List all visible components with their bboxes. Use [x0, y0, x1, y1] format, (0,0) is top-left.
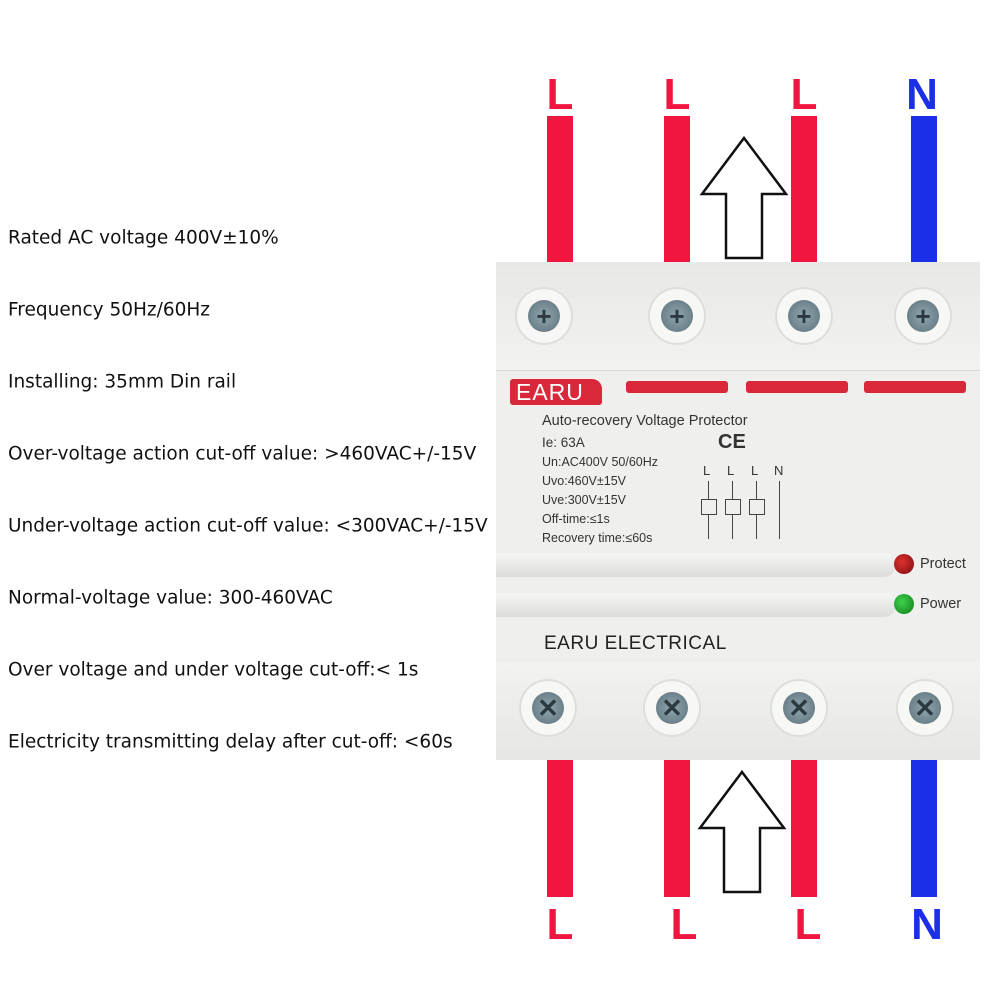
- red-strip: [746, 381, 848, 393]
- power-led-icon: [894, 594, 914, 614]
- manufacturer-label: EARU ELECTRICAL: [544, 633, 727, 654]
- device-label-panel: EARU Auto-recovery Voltage Protector Ie:…: [496, 370, 980, 663]
- protect-label: Protect: [920, 556, 966, 572]
- panel-ridge: [496, 593, 896, 617]
- wire-bottom-l2: [664, 760, 690, 897]
- spec-frequency: Frequency 50Hz/60Hz: [8, 299, 211, 321]
- protect-led-icon: [894, 554, 914, 574]
- spec-installing: Installing: 35mm Din rail: [8, 371, 237, 393]
- pole-label: L: [727, 463, 735, 478]
- rated-current: Ie: 63A: [542, 435, 585, 450]
- spec-delay: Electricity transmitting delay after cut…: [8, 731, 453, 753]
- off-time: Off-time:≤1s: [542, 512, 610, 526]
- contact-icon: [749, 499, 765, 515]
- wire-label-top-l2: L: [663, 70, 691, 119]
- wire-top-l2: [664, 116, 690, 266]
- wire-bottom-l1: [547, 760, 573, 897]
- wire-label-bottom-n: N: [911, 900, 943, 949]
- red-strip: [864, 381, 966, 393]
- contact-icon: [725, 499, 741, 515]
- circuit-line: [779, 481, 780, 539]
- screw-icon: +: [775, 287, 833, 345]
- wire-label-bottom-l1: L: [546, 900, 574, 949]
- wire-bottom-l3: [791, 760, 817, 897]
- pole-label: N: [774, 463, 784, 478]
- over-voltage: Uvo:460V±15V: [542, 474, 626, 488]
- contact-icon: [701, 499, 717, 515]
- pole-label: L: [703, 463, 711, 478]
- screw-icon: ✕: [519, 679, 577, 737]
- spec-normal-voltage: Normal-voltage value: 300-460VAC: [8, 587, 333, 609]
- device-title: Auto-recovery Voltage Protector: [542, 413, 748, 429]
- wire-label-bottom-l2: L: [670, 900, 698, 949]
- screw-icon: ✕: [770, 679, 828, 737]
- ce-mark: CE: [718, 431, 746, 453]
- spec-rated-voltage: Rated AC voltage 400V±10%: [8, 227, 279, 249]
- wire-top-n: [911, 116, 937, 266]
- screw-icon: +: [648, 287, 706, 345]
- under-voltage: Uve:300V±15V: [542, 493, 626, 507]
- power-label: Power: [920, 596, 962, 612]
- screw-icon: ✕: [896, 679, 954, 737]
- pole-label: L: [751, 463, 759, 478]
- screw-icon: +: [894, 287, 952, 345]
- wire-label-bottom-l3: L: [794, 900, 822, 949]
- arrow-up-bottom-icon: [697, 769, 787, 894]
- wire-label-top-l3: L: [790, 70, 818, 119]
- screw-icon: ✕: [643, 679, 701, 737]
- recovery-time: Recovery time:≤60s: [542, 531, 653, 545]
- wire-label-top-l1: L: [546, 70, 574, 119]
- bottom-terminal-block: ✕ ✕ ✕ ✕: [496, 662, 980, 760]
- red-strip: [626, 381, 728, 393]
- spec-under-voltage: Under-voltage action cut-off value: <300…: [8, 515, 488, 537]
- top-terminal-block: + + + +: [496, 262, 980, 370]
- screw-icon: +: [515, 287, 573, 345]
- arrow-up-top-icon: [699, 135, 789, 260]
- wire-bottom-n: [911, 760, 937, 897]
- voltage-protector-device: + + + + EARU Auto-recovery Voltage Prote…: [496, 262, 980, 760]
- wire-label-top-n: N: [906, 70, 938, 119]
- spec-cutoff-time: Over voltage and under voltage cut-off:<…: [8, 659, 419, 681]
- brand-logo: EARU: [510, 379, 602, 405]
- spec-over-voltage: Over-voltage action cut-off value: >460V…: [8, 443, 477, 465]
- panel-ridge: [496, 553, 896, 577]
- wire-top-l3: [791, 116, 817, 266]
- rated-voltage: Un:AC400V 50/60Hz: [542, 455, 659, 469]
- wire-top-l1: [547, 116, 573, 266]
